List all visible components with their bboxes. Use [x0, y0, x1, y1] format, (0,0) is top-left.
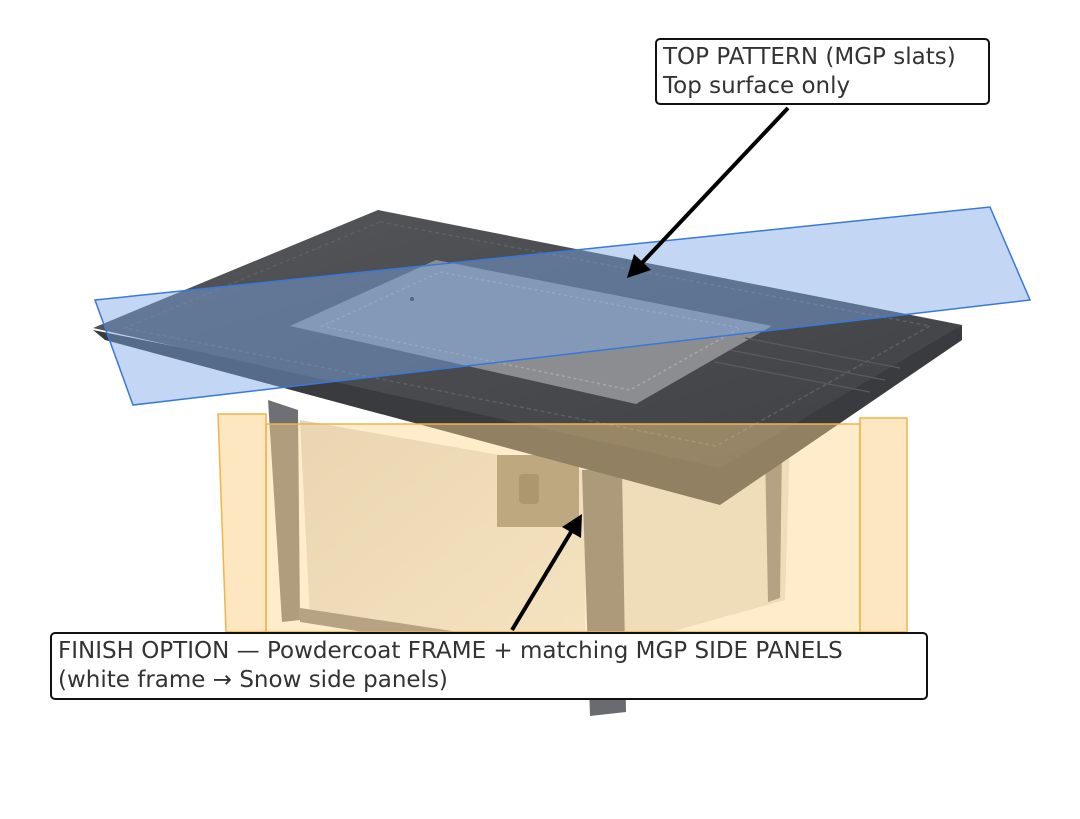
table-top-edge [93, 325, 962, 505]
top-pattern-highlight-region [93, 206, 1032, 406]
top-pattern-callout: TOP PATTERN (MGP slats) Top surface only [655, 38, 990, 105]
control-knob [519, 474, 539, 504]
table-leg-left [268, 400, 300, 622]
finish-callout-arrow [510, 514, 582, 632]
top-pattern-callout-title: TOP PATTERN (MGP slats) [663, 44, 956, 70]
fire-table [93, 210, 962, 716]
top-pattern-callout-subtitle: Top surface only [663, 73, 851, 99]
finish-highlight-region [217, 413, 908, 633]
finish-highlight-right [859, 417, 908, 633]
side-panel-right [600, 440, 790, 650]
finish-highlight-center [265, 423, 861, 633]
top-callout-arrow [627, 106, 790, 278]
finish-option-callout: FINISH OPTION — Powdercoat FRAME + match… [50, 632, 928, 700]
table-leg-right [765, 446, 782, 602]
table-top-slats [714, 337, 901, 393]
finish-highlight-left [217, 413, 267, 633]
top-arrowhead [627, 254, 651, 278]
finish-option-callout-title: FINISH OPTION — Powdercoat FRAME + match… [58, 638, 843, 664]
finish-option-callout-subtitle: (white frame → Snow side panels) [58, 667, 448, 693]
finish-arrowhead [562, 514, 582, 538]
burner-glass-panel [290, 260, 772, 404]
table-top-inset-border [122, 221, 933, 447]
igniter-dot [410, 297, 414, 301]
